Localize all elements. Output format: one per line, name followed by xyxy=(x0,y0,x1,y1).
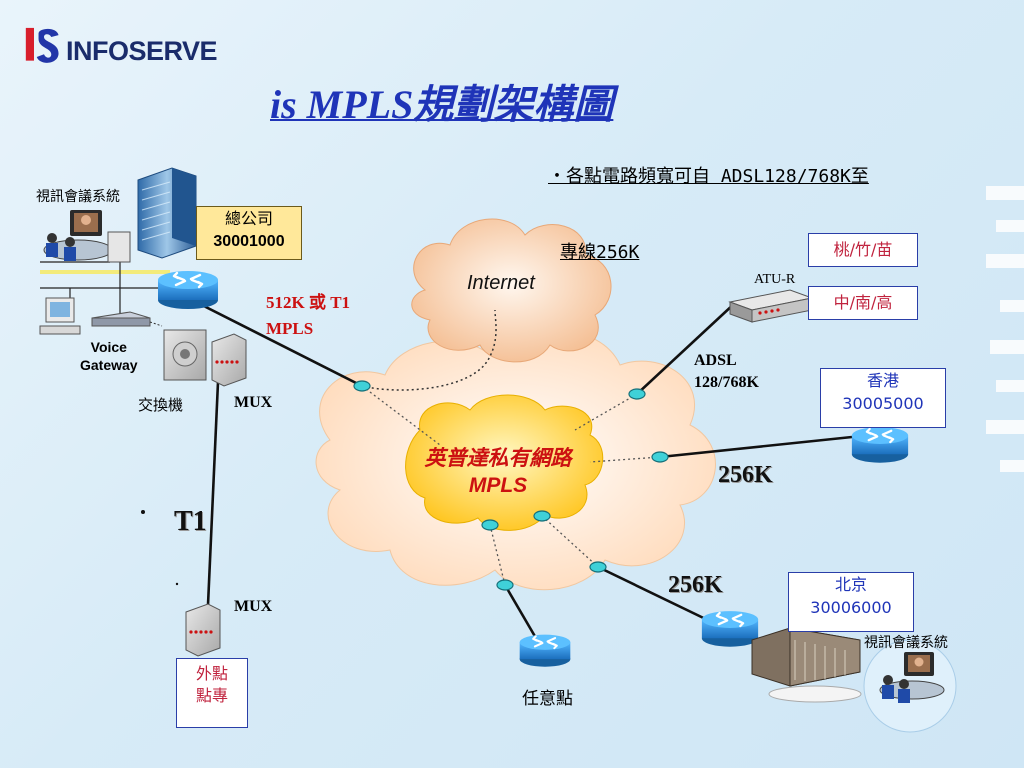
video-conference-hq-icon xyxy=(40,210,113,263)
hq-building-icon xyxy=(137,167,197,259)
pbx-icon xyxy=(163,329,207,381)
bandwidth-note: ・各點電路頻寬可自 ADSL128/768K至 xyxy=(548,162,948,192)
bj-name: 北京 xyxy=(834,575,867,594)
bj-number: 30006000 xyxy=(810,598,892,617)
private-network-tech: MPLS xyxy=(468,474,528,497)
mux-top-label: MUX xyxy=(234,394,273,411)
bj-box: 北京 30006000 xyxy=(788,572,914,632)
mux-bottom-label: MUX xyxy=(234,598,273,615)
internet-label: Internet xyxy=(467,272,535,294)
voice-gateway-label: Voice Gateway xyxy=(80,339,138,373)
region-tzm-box: 桃/竹/苗 xyxy=(808,233,918,267)
adsl-label: ADSL 128/768K xyxy=(694,350,759,394)
hq-link-label: 512K 或 T1 MPLS xyxy=(266,290,350,342)
hk-name: 香港 xyxy=(866,371,899,390)
hq-link-speed: 512K 或 T1 xyxy=(266,293,351,312)
atu-r-label: ATU-R xyxy=(754,272,796,287)
any-site-label: 任意點 xyxy=(522,689,573,709)
video-conf-hq-label: 視訊會議系統 xyxy=(36,189,120,205)
video-conf-bj-label: 視訊會議系統 xyxy=(864,635,948,651)
hq-pc-icon xyxy=(39,297,81,335)
hk-router-icon xyxy=(850,425,910,464)
hq-phone-icon xyxy=(107,231,131,263)
solid-links xyxy=(187,296,853,646)
hk-number: 30005000 xyxy=(842,394,924,413)
hq-name: 總公司 xyxy=(224,209,273,228)
bj-bandwidth-label: 256K xyxy=(668,572,723,598)
adsl-line1: ADSL xyxy=(694,352,737,369)
atu-r-modem-icon xyxy=(728,289,814,323)
remote-ext-line2: 點專 xyxy=(195,686,228,705)
bj-building-icon xyxy=(751,627,862,703)
hk-box: 香港 30005000 xyxy=(820,368,946,428)
mpls-core-cloud xyxy=(405,394,604,531)
private-network-name: 英普達私有網路 xyxy=(424,446,572,470)
adsl-line2: 128/768K xyxy=(694,374,759,391)
region-znk-box: 中/南/高 xyxy=(808,286,918,320)
hq-box: 總公司 30001000 xyxy=(196,206,302,260)
link-endpoints xyxy=(353,380,669,591)
hq-router-icon xyxy=(156,269,220,310)
mux-bottom-icon xyxy=(185,603,221,657)
mux-top-icon xyxy=(211,333,247,387)
page-title: is MPLS規劃架構圖 xyxy=(270,82,614,127)
hk-bandwidth-label: 256K xyxy=(718,462,773,488)
pbx-label: 交換機 xyxy=(138,396,184,414)
hq-number: 30001000 xyxy=(213,233,285,250)
t1-label: T1 xyxy=(174,506,207,537)
mpls-internal-spokes xyxy=(361,385,661,586)
bandwidth-note-line2: 專線256K xyxy=(560,242,640,263)
infoserve-logo-icon xyxy=(25,27,59,63)
video-conference-bj-icon xyxy=(863,639,957,733)
remote-ext-line1: 外點 xyxy=(195,664,228,683)
hq-link-type: MPLS xyxy=(266,319,314,338)
logo-text: INFOSERVE xyxy=(66,36,218,66)
bj-router-icon xyxy=(700,609,760,648)
voice-gateway-icon xyxy=(91,311,163,327)
internet-cloud xyxy=(411,218,612,363)
any-site-router-icon xyxy=(518,633,572,668)
decorative-stripes xyxy=(986,186,1024,472)
remote-extension-box: 外點 點專 xyxy=(176,658,248,728)
bandwidth-note-line1: ・各點電路頻寬可自 ADSL128/768K至 xyxy=(548,166,869,187)
mpls-network-label: 英普達私有網路 MPLS xyxy=(398,444,598,500)
